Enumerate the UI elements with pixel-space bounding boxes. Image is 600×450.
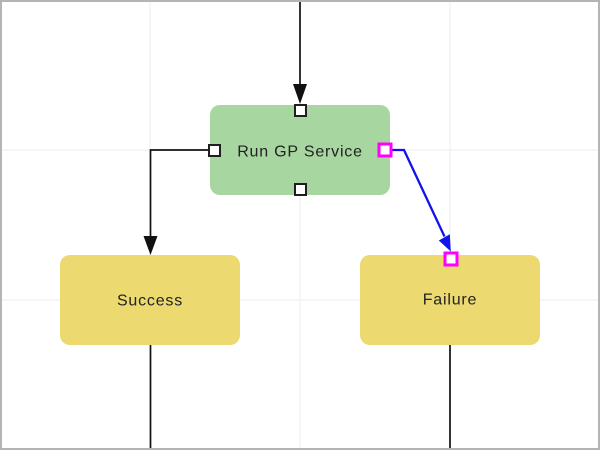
node-success[interactable]: Success — [60, 255, 240, 345]
arrowhead-icon — [143, 236, 158, 255]
process-port-bottom[interactable] — [294, 183, 307, 196]
failure-node-label: Failure — [423, 292, 478, 309]
edge-into-process[interactable] — [293, 2, 307, 104]
failure-node-box — [360, 255, 540, 345]
edge-process-to-success[interactable] — [143, 149, 210, 255]
failure-port-top-selected[interactable] — [443, 251, 459, 267]
edge-line — [149, 149, 209, 237]
process-port-right-selected[interactable] — [377, 142, 393, 158]
process-port-left[interactable] — [208, 144, 221, 157]
arrowhead-icon — [293, 84, 307, 104]
process-node-label: Run GP Service — [237, 144, 363, 161]
success-node-label: Success — [117, 293, 183, 310]
node-failure[interactable]: Failure — [360, 255, 540, 345]
edge-process-to-failure-selected[interactable] — [392, 148, 451, 252]
process-node-box — [210, 105, 390, 195]
success-node-box — [60, 255, 240, 345]
arrowhead-icon — [438, 234, 451, 252]
process-port-top[interactable] — [294, 104, 307, 117]
edge-line — [392, 148, 446, 237]
node-run-gp-service[interactable]: Run GP Service — [210, 105, 390, 195]
